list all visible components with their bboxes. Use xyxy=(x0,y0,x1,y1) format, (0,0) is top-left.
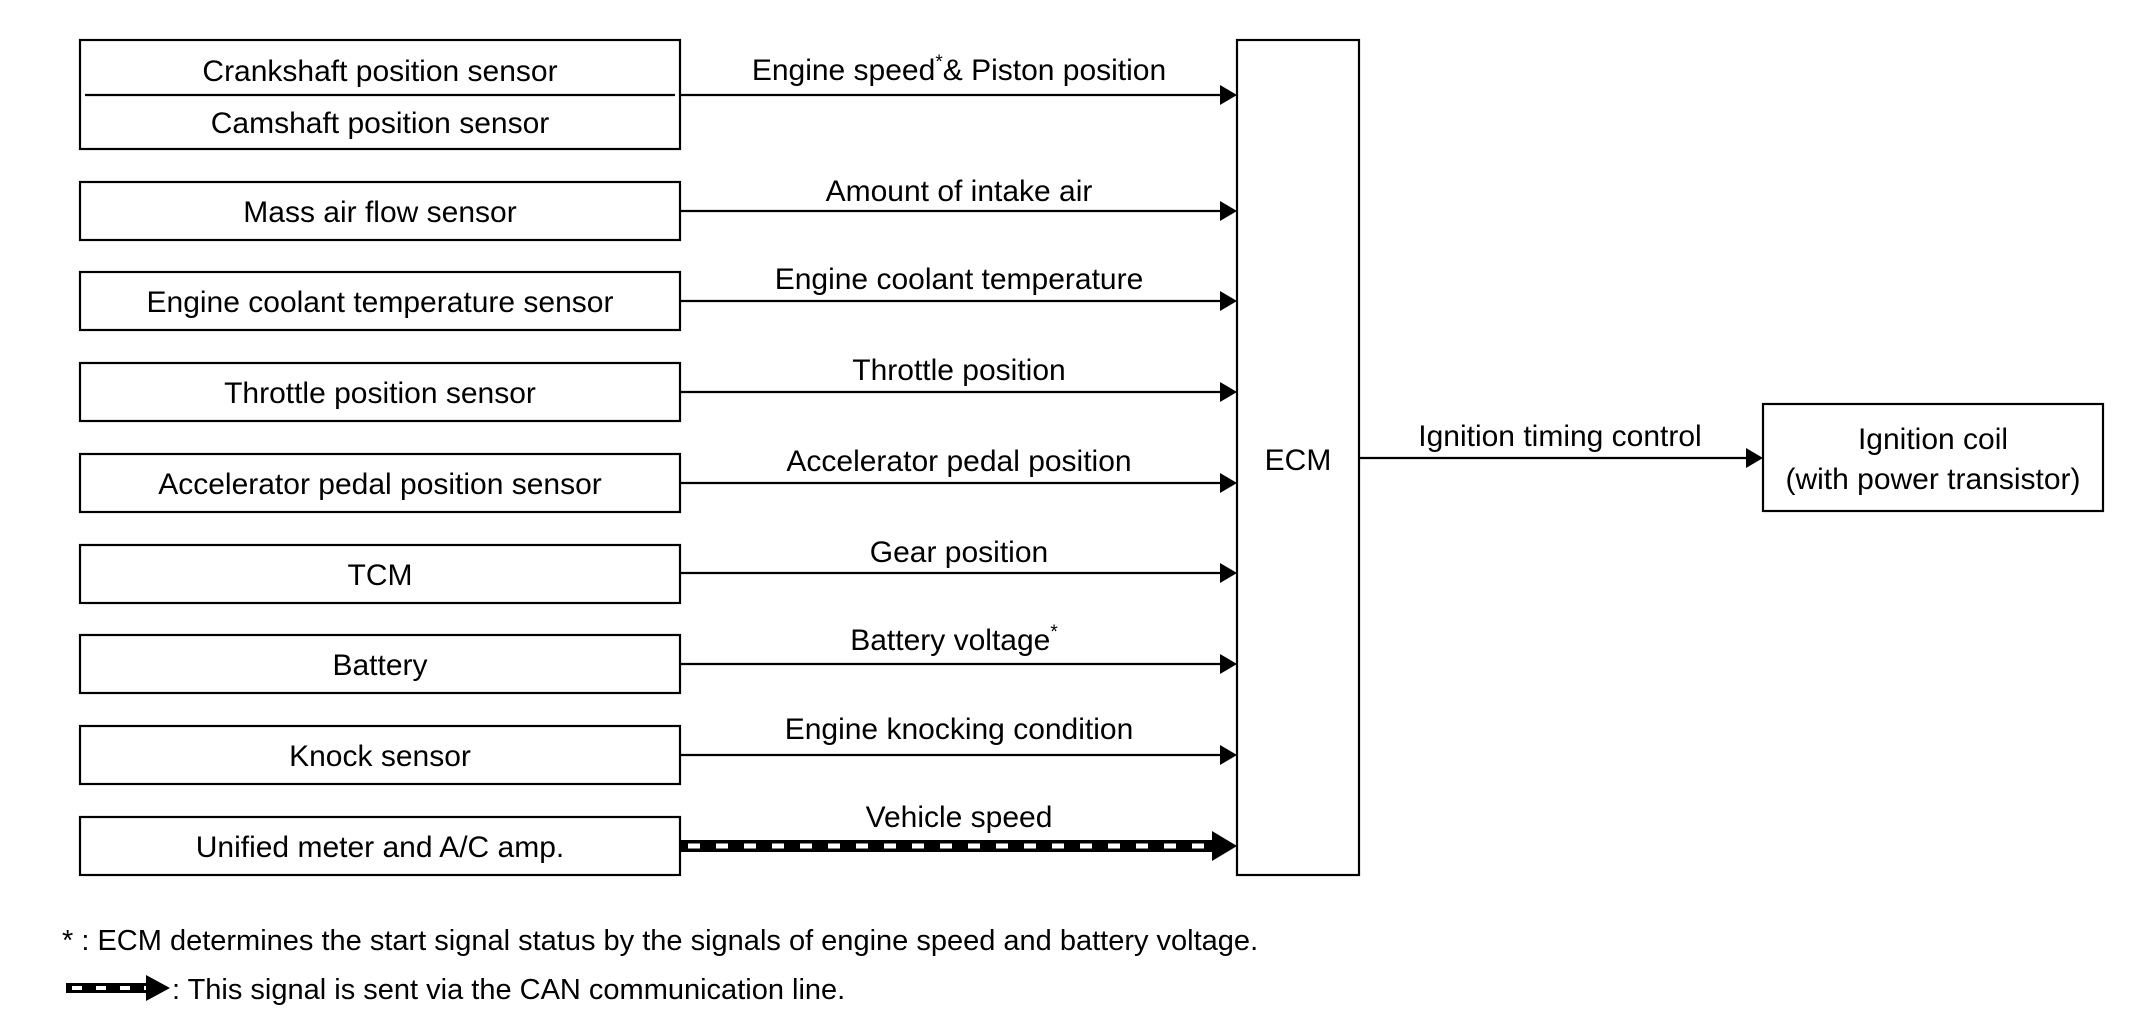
signal-battery-voltage-asterisk: * xyxy=(1050,622,1058,643)
can-legend-note: : This signal is sent via the CAN commun… xyxy=(172,974,845,1006)
arrowhead-coolant-temp xyxy=(1220,291,1237,311)
asterisk-note: * : ECM determines the start signal stat… xyxy=(62,925,1258,957)
signal-engine-speed-asterisk: * xyxy=(935,52,943,73)
signal-battery-voltage-text: Battery voltage* xyxy=(850,622,1058,657)
ecm-label: ECM xyxy=(1265,444,1332,477)
arrowhead-intake-air xyxy=(1220,201,1237,221)
signal-battery-voltage-label: Battery voltage xyxy=(850,624,1050,657)
ect-sensor-box xyxy=(78,270,682,332)
output-signal-label: Ignition timing control xyxy=(1418,420,1701,453)
arrowhead-engine-speed xyxy=(1220,85,1237,105)
signal-intake-air-label: Amount of intake air xyxy=(826,175,1093,208)
signal-accelerator-label: Accelerator pedal position xyxy=(786,445,1131,478)
battery-label: Battery xyxy=(332,649,427,682)
camshaft-sensor-label: Camshaft position sensor xyxy=(211,107,550,140)
signal-vehicle-speed-label: Vehicle speed xyxy=(866,801,1053,834)
signal-gear-label: Gear position xyxy=(870,536,1048,569)
signal-engine-speed-label: Engine speed xyxy=(752,54,936,87)
knock-sensor-label: Knock sensor xyxy=(289,740,471,773)
signal-knocking-label: Engine knocking condition xyxy=(785,713,1134,746)
can-legend-icon xyxy=(66,975,170,1001)
tcm-label: TCM xyxy=(348,559,413,592)
signal-engine-speed-text: Engine speed*& Piston position xyxy=(752,52,1166,87)
app-sensor-label: Accelerator pedal position sensor xyxy=(158,468,602,501)
arrowhead-vehicle-speed xyxy=(1212,831,1237,861)
arrowhead-output xyxy=(1746,448,1763,468)
ignition-coil-box xyxy=(1761,402,2105,513)
ect-sensor-label: Engine coolant temperature sensor xyxy=(147,286,614,319)
maf-sensor-label: Mass air flow sensor xyxy=(243,196,516,229)
signal-engine-speed-rest: & Piston position xyxy=(943,54,1166,87)
tps-sensor-label: Throttle position sensor xyxy=(224,377,536,410)
arrowhead-battery-voltage xyxy=(1220,654,1237,674)
arrowhead-accelerator xyxy=(1220,473,1237,493)
signal-throttle-label: Throttle position xyxy=(852,354,1065,387)
unified-meter-label: Unified meter and A/C amp. xyxy=(196,831,565,864)
ecm-box xyxy=(1235,38,1361,877)
tcm-box xyxy=(78,543,682,605)
signal-coolant-temp-label: Engine coolant temperature xyxy=(775,263,1144,296)
arrowhead-knocking xyxy=(1220,745,1237,765)
arrowhead-throttle xyxy=(1220,382,1237,402)
unified-meter-box xyxy=(78,815,682,877)
ignition-coil-label-line1: Ignition coil xyxy=(1858,423,2008,456)
arrowhead-gear xyxy=(1220,563,1237,583)
ignition-coil-label-line2: (with power transistor) xyxy=(1785,463,2080,496)
crankshaft-sensor-label: Crankshaft position sensor xyxy=(202,55,557,88)
maf-sensor-box xyxy=(78,180,682,242)
